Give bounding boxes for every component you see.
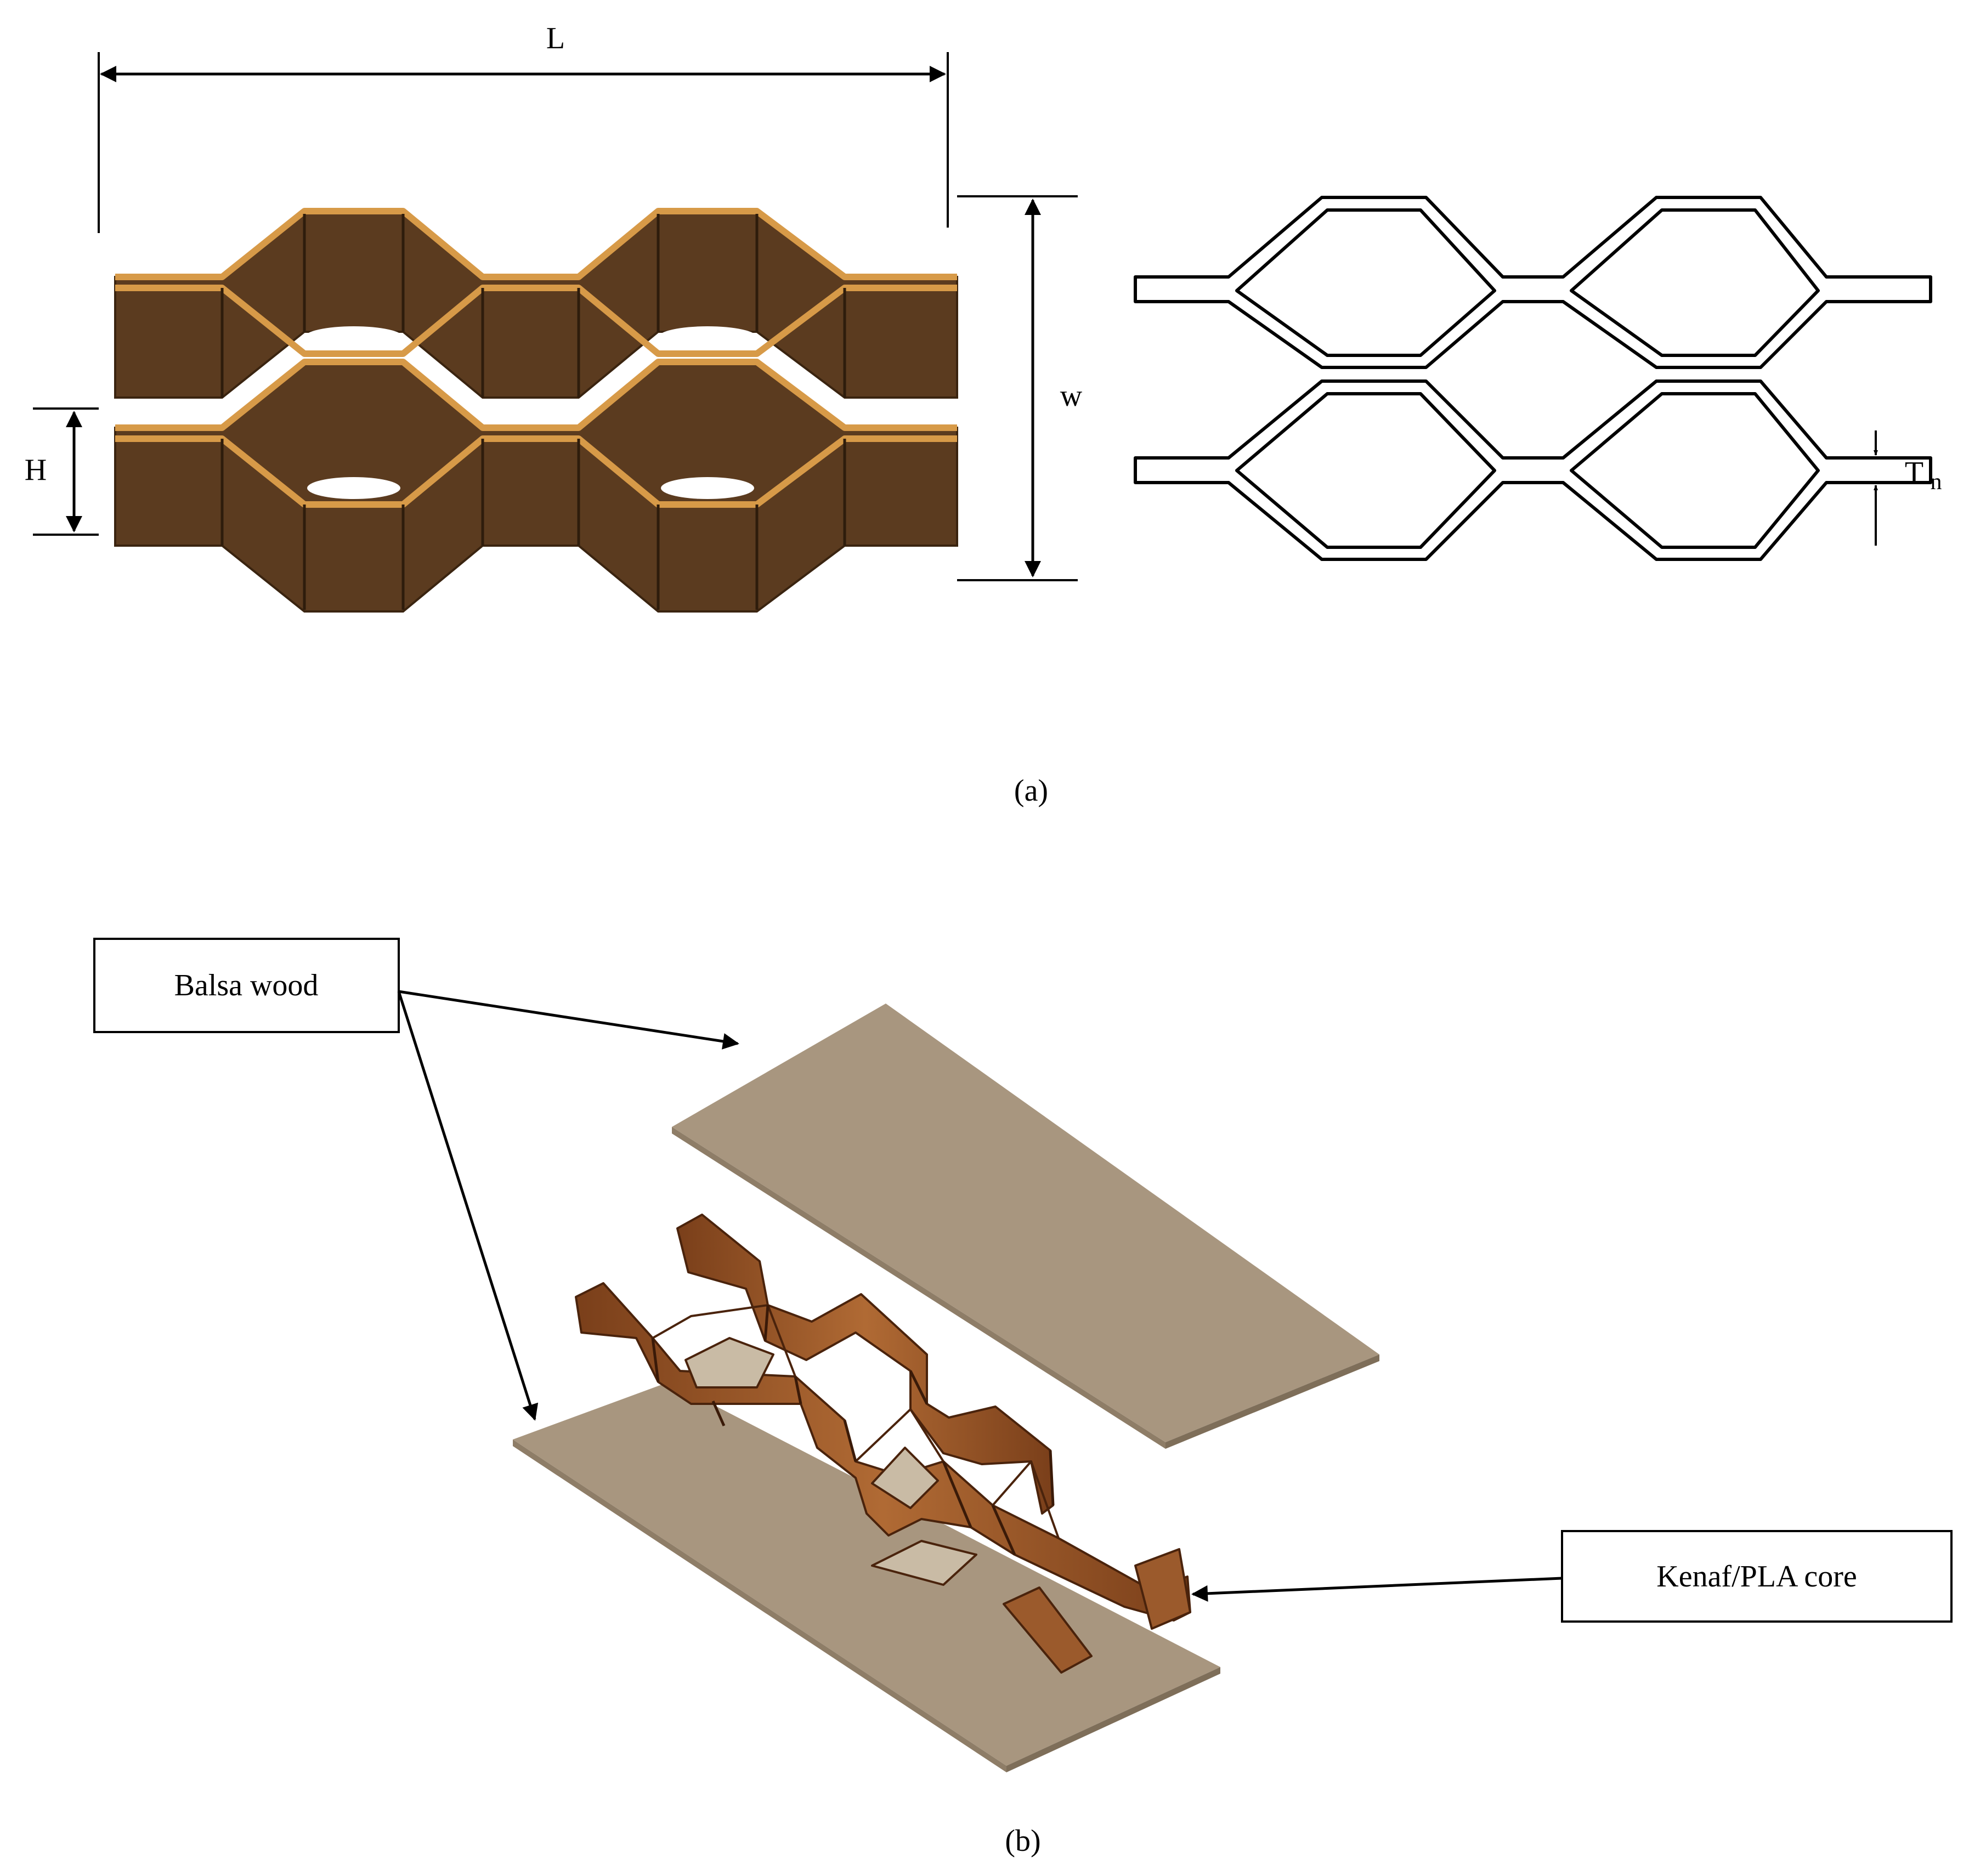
honeycomb-strip-bottom [114,361,958,613]
balsa-arrow-top [398,990,739,1050]
honeycomb-3d-view [114,208,958,613]
callout-core-box [1561,1530,1953,1623]
balsa-arrow-bottom [397,991,539,1421]
core-arrow [1191,1577,1563,1602]
label-L: L [546,21,565,55]
caption-a: (a) [1014,774,1048,808]
callout-balsa-box [93,938,400,1033]
callout-core-label: Kenaf/PLA core [1656,1560,1857,1594]
label-w: w [1060,379,1083,413]
balsa-plate-top [672,1004,1379,1449]
kenaf-pla-core [575,1214,1191,1674]
label-T-subscript: n [1931,469,1942,495]
label-H: H [25,453,47,487]
panel-seams [220,214,846,610]
dimension-height: H [25,407,99,536]
callout-balsa-label: Balsa wood [174,968,319,1002]
callout-balsa-wood: Balsa wood [93,938,739,1421]
caption-b: (b) [1005,1824,1040,1858]
callout-kenaf-core: Kenaf/PLA core [1191,1530,1953,1623]
cell-openings [304,326,938,499]
dimension-length: L [98,21,949,233]
honeycomb-outline-view [1134,196,1932,561]
balsa-plate-bottom [513,1382,1220,1772]
dimension-thickness: T n [1874,430,1942,546]
label-T: T [1905,456,1923,490]
wood-edges [115,208,957,508]
dimension-width: w [957,195,1083,581]
